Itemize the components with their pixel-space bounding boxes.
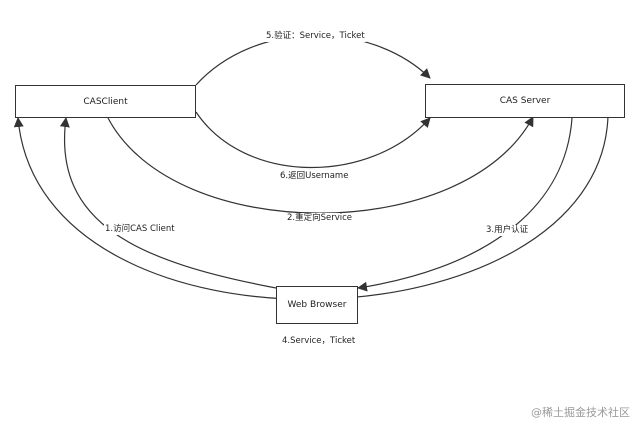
watermark: @稀土掘金技术社区 bbox=[531, 406, 630, 419]
edge-label-2: 2.重定向Service bbox=[286, 213, 354, 224]
edge-label-5: 5.验证：Service，Ticket bbox=[265, 31, 366, 42]
edge-label-1: 1.访问CAS Client bbox=[104, 224, 176, 235]
node-web-browser: Web Browser bbox=[276, 286, 358, 324]
node-web-browser-label: Web Browser bbox=[287, 300, 347, 310]
arrow-5 bbox=[195, 34, 431, 86]
arrow-4 bbox=[13, 115, 609, 300]
arrow-2 bbox=[107, 116, 534, 214]
edge-label-6: 6.返回Username bbox=[279, 171, 350, 182]
edge-label-3: 3.用户认证 bbox=[485, 225, 530, 236]
node-cas-server-label: CAS Server bbox=[499, 96, 551, 106]
node-cas-server: CAS Server bbox=[425, 84, 625, 118]
arrow-6 bbox=[195, 111, 431, 169]
arrow-1 bbox=[59, 117, 277, 289]
node-cas-client: CASClient bbox=[15, 85, 196, 118]
arrow-3 bbox=[357, 117, 573, 292]
edge-label-4: 4.Service，Ticket bbox=[281, 336, 357, 347]
node-cas-client-label: CASClient bbox=[83, 96, 128, 107]
